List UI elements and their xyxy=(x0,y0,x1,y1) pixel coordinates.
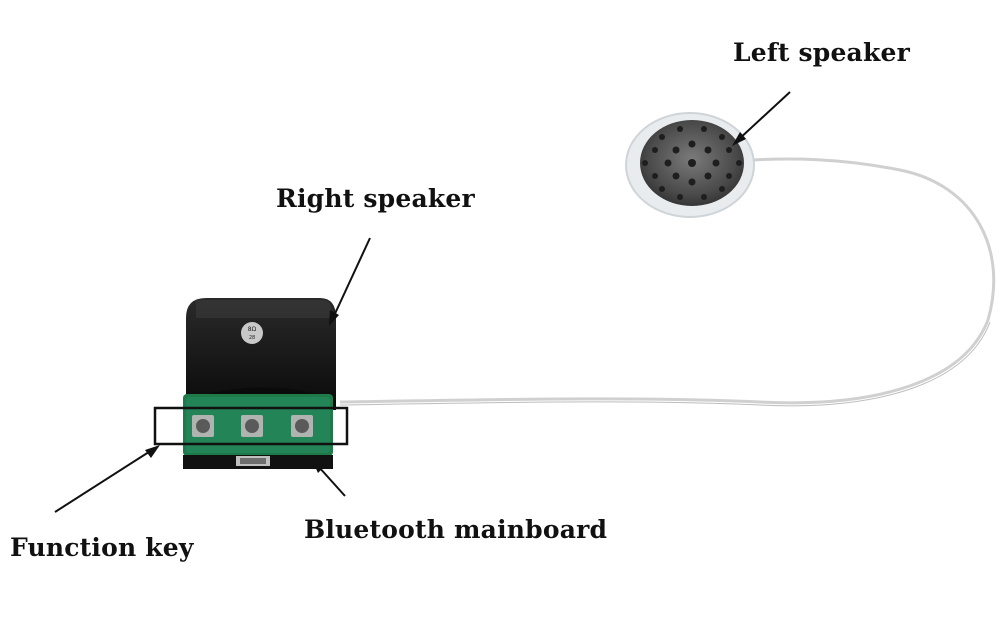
left-speaker-label: Left speaker xyxy=(733,38,910,67)
connecting-wire xyxy=(339,157,996,405)
bluetooth-mainboard-label: Bluetooth mainboard xyxy=(304,515,608,544)
right-speaker: 8Ω 28 xyxy=(186,298,336,410)
function-key-highlight xyxy=(153,406,349,446)
left-speaker xyxy=(625,112,755,218)
function-key-label: Function key xyxy=(10,533,194,562)
right-speaker-label: Right speaker xyxy=(276,184,475,213)
svg-text:28: 28 xyxy=(249,335,255,341)
bluetooth-mainboard xyxy=(183,394,333,469)
callout-arrows xyxy=(54,91,791,513)
svg-text:8Ω: 8Ω xyxy=(248,326,257,333)
